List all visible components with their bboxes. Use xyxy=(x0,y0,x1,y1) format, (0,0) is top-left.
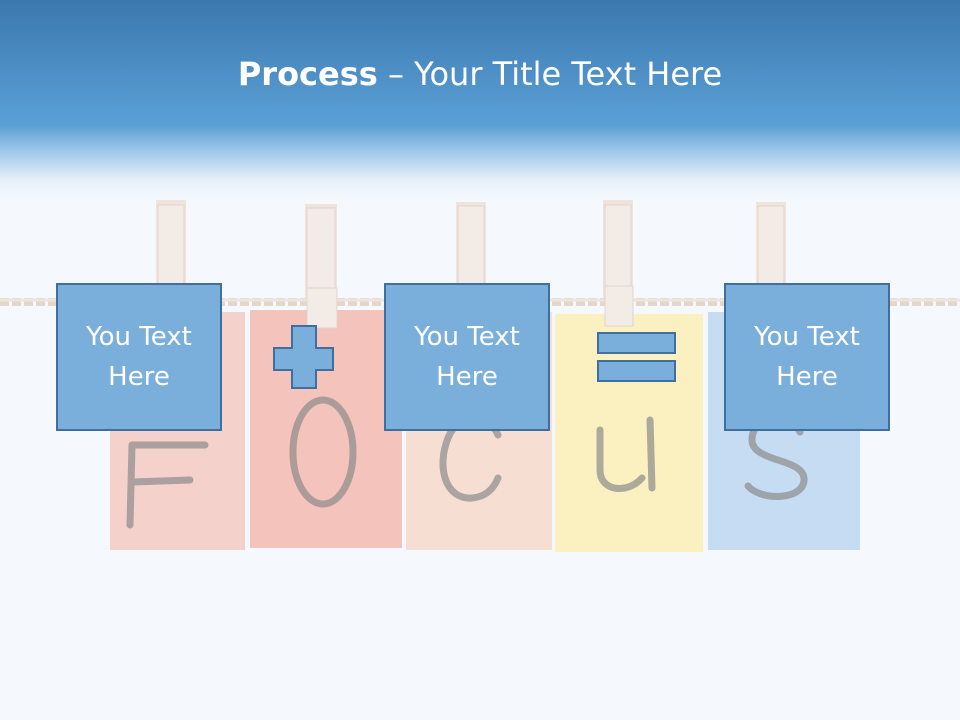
process-step-2[interactable]: You Text Here xyxy=(384,283,550,431)
letter-f xyxy=(126,441,209,529)
step-1-text: You Text Here xyxy=(86,322,192,392)
clothespin-4 xyxy=(603,200,633,301)
step-3-text: You Text Here xyxy=(754,322,860,392)
letter-u xyxy=(596,416,656,492)
slide-title: Process – Your Title Text Here xyxy=(0,52,960,96)
title-banner xyxy=(0,0,960,200)
process-step-3[interactable]: You Text Here xyxy=(724,283,890,431)
title-strong: Process xyxy=(237,55,378,93)
title-rest: – Your Title Text Here xyxy=(377,55,723,93)
step-2-text: You Text Here xyxy=(414,322,520,392)
note-o xyxy=(250,310,402,548)
letter-o xyxy=(289,396,357,508)
plus-icon xyxy=(273,325,334,389)
process-step-1[interactable]: You Text Here xyxy=(56,283,222,431)
equals-icon xyxy=(597,332,676,382)
